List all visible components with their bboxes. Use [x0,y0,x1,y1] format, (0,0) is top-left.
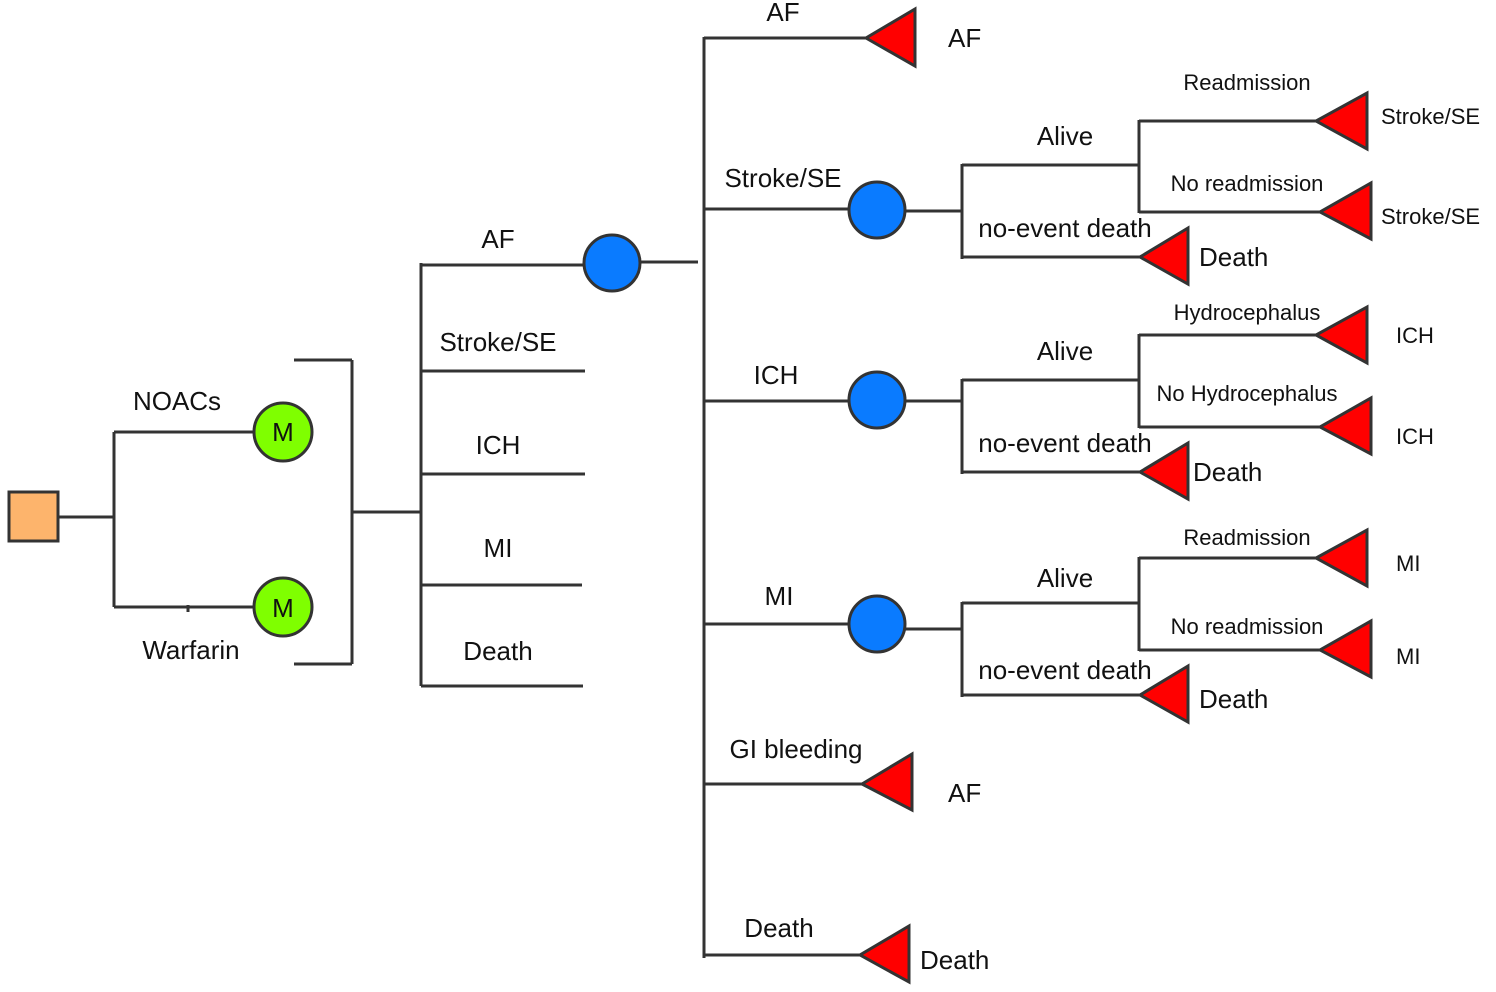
triangle-terminal-icon [1316,180,1373,242]
mi-alive-label: Alive [1037,563,1093,593]
ich-branch-b-label: No Hydrocephalus [1157,381,1338,406]
decision-node [7,490,60,543]
circle-markov-icon [252,576,314,638]
markov-node-warfarin: M [252,576,314,638]
ich-branch-a-label: Hydrocephalus [1174,300,1321,325]
markov-symbol: M [272,417,294,447]
state-label-ich: ICH [476,430,521,460]
triangle-terminal-icon [1316,395,1373,457]
triangle-terminal-icon [1312,90,1369,152]
triangle-terminal-icon [1137,440,1190,502]
state-label-stroke: Stroke/SE [439,327,556,357]
ich-terminal-a-label: ICH [1396,323,1434,348]
terminal-label-gi-af: AF [948,778,981,808]
transition-label-gi: GI bleeding [730,734,863,764]
chance-node-mi [847,594,907,654]
stroke-alive-label: Alive [1037,121,1093,151]
circle-markov-icon [252,401,314,463]
chance-node-stroke [847,180,907,240]
mi-terminal-death-label: Death [1199,684,1268,714]
terminal-label-death: Death [920,945,989,975]
mi-no-event-death-label: no-event death [978,655,1151,685]
stroke-terminal-death-label: Death [1199,242,1268,272]
mi-branch-a-label: Readmission [1183,525,1310,550]
transition-label-ich: ICH [754,360,799,390]
strategy-label-noacs: NOACs [133,386,221,416]
triangle-terminal-icon [1312,304,1369,366]
tree-lines [58,36,1320,958]
mi-terminal-a-label: MI [1396,551,1420,576]
chance-node-af [582,233,642,293]
state-label-mi: MI [484,533,513,563]
strategy-label-warfarin: Warfarin [142,635,239,665]
triangle-terminal-icon [856,923,911,985]
markov-node-noacs: M [252,401,314,463]
triangle-terminal-icon [863,6,917,69]
state-label-af: AF [481,224,514,254]
stroke-terminal-a-label: Stroke/SE [1381,104,1480,129]
stroke-branch-a-label: Readmission [1183,70,1310,95]
ich-no-event-death-label: no-event death [978,428,1151,458]
terminal-label-af: AF [948,23,981,53]
mi-branch-b-label: No readmission [1171,614,1324,639]
stroke-no-event-death-label: no-event death [978,213,1151,243]
state-label-death: Death [463,636,532,666]
chance-node-ich [847,370,907,430]
triangle-terminal-icon [1316,618,1373,680]
markov-symbol: M [272,593,294,623]
triangle-terminal-icon [1312,527,1369,589]
mi-terminal-b-label: MI [1396,644,1420,669]
ich-alive-label: Alive [1037,336,1093,366]
stroke-terminal-b-label: Stroke/SE [1381,204,1480,229]
triangle-terminal-icon [1137,225,1190,287]
ich-terminal-b-label: ICH [1396,424,1434,449]
transition-label-af: AF [766,0,799,27]
transition-label-stroke: Stroke/SE [724,163,841,193]
ich-terminal-death-label: Death [1193,457,1262,487]
triangle-terminal-icon [858,751,914,813]
triangle-terminal-icon [1137,663,1190,725]
transition-label-death: Death [744,913,813,943]
terminal-nodes [856,6,1373,985]
transition-label-mi: MI [765,581,794,611]
stroke-branch-b-label: No readmission [1171,171,1324,196]
